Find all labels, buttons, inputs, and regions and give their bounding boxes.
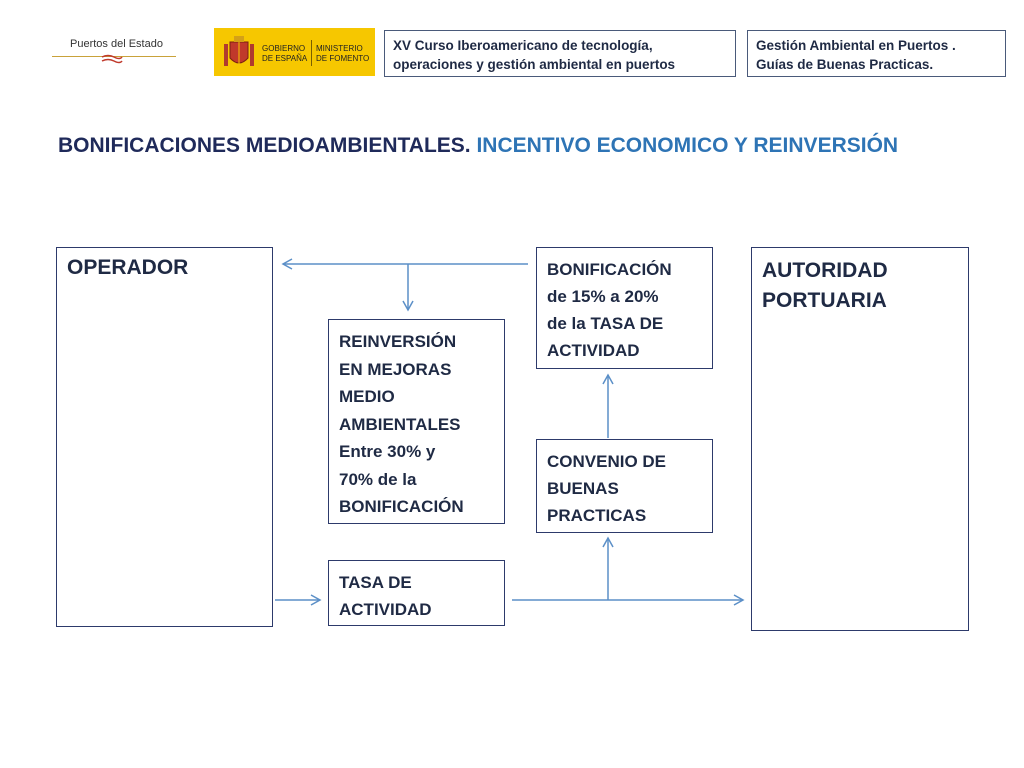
convenio-box: CONVENIO DE BUENAS PRACTICAS — [536, 439, 713, 533]
ministerio-line2: DE FOMENTO — [316, 54, 370, 63]
bonificacion-label: BONIFICACIÓN de 15% a 20% de la TASA DE … — [547, 260, 672, 360]
bonificacion-box: BONIFICACIÓN de 15% a 20% de la TASA DE … — [536, 247, 713, 369]
course-line1: XV Curso Iberoamericano de tecnología, — [393, 38, 653, 53]
title-part2: INCENTIVO ECONOMICO Y REINVERSIÓN — [470, 134, 899, 157]
slide-title: BONIFICACIONES MEDIOAMBIENTALES. INCENTI… — [58, 134, 898, 158]
course-line2: operaciones y gestión ambiental en puert… — [393, 57, 676, 72]
operador-box: OPERADOR — [56, 247, 273, 627]
reinversion-label: REINVERSIÓN EN MEJORAS MEDIO AMBIENTALES… — [339, 332, 464, 516]
guide-line2: Guías de Buenas Practicas. — [756, 57, 934, 72]
course-header-box: XV Curso Iberoamericano de tecnología, o… — [384, 30, 736, 77]
title-part1: BONIFICACIONES MEDIOAMBIENTALES. — [58, 134, 471, 157]
tasa-actividad-box: TASA DE ACTIVIDAD — [328, 560, 505, 626]
gobierno-espana-logo: GOBIERNO DE ESPAÑA MINISTERIO DE FOMENTO — [214, 28, 375, 76]
guide-header-box: Gestión Ambiental en Puertos . Guías de … — [747, 30, 1006, 77]
ministerio-line1: MINISTERIO — [316, 44, 363, 53]
logo-puertos-text: Puertos del Estado — [70, 38, 163, 50]
logo-wave-icon — [101, 54, 123, 64]
puertos-del-estado-logo: Puertos del Estado — [52, 36, 180, 70]
tasa-label: TASA DE ACTIVIDAD — [339, 573, 432, 619]
logo-separator — [311, 40, 312, 66]
convenio-label: CONVENIO DE BUENAS PRACTICAS — [547, 452, 667, 525]
reinversion-box: REINVERSIÓN EN MEJORAS MEDIO AMBIENTALES… — [328, 319, 505, 524]
autoridad-label: AUTORIDAD PORTUARIA — [762, 259, 888, 312]
autoridad-portuaria-box: AUTORIDAD PORTUARIA — [751, 247, 969, 631]
guide-line1: Gestión Ambiental en Puertos . — [756, 38, 956, 53]
ministerio-text: MINISTERIO DE FOMENTO — [316, 44, 369, 64]
gobierno-line1: GOBIERNO — [262, 44, 306, 53]
coat-of-arms-icon — [224, 36, 254, 66]
gobierno-text: GOBIERNO DE ESPAÑA — [262, 44, 307, 64]
gobierno-line2: DE ESPAÑA — [262, 54, 308, 63]
operador-label: OPERADOR — [67, 256, 189, 279]
